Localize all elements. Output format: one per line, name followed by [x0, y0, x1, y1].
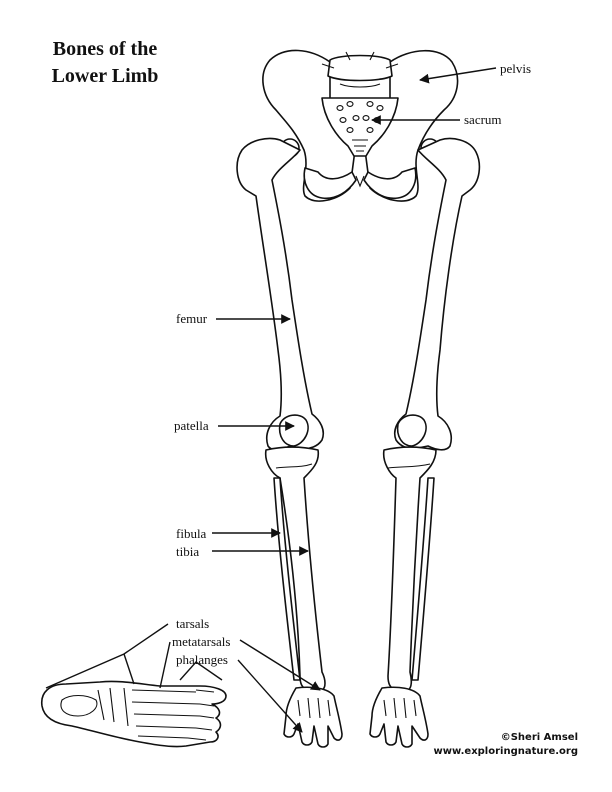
- credit-author: ©Sheri Amsel: [500, 732, 578, 743]
- credit-block: ©Sheri Amsel www.exploringnature.org: [434, 731, 578, 759]
- label-patella: patella: [174, 418, 209, 433]
- label-fibula: fibula: [176, 526, 207, 541]
- leader-lines: [45, 67, 497, 733]
- left-foot: [283, 686, 343, 748]
- label-phalanges: phalanges: [176, 652, 228, 667]
- side-foot-outline: [41, 680, 227, 748]
- sacrum-bone: [321, 97, 399, 157]
- phalanges-arrow: [237, 659, 303, 733]
- left-tibia: [264, 446, 326, 691]
- pubic-right: [363, 167, 417, 200]
- left-leg-drawing: [236, 137, 343, 748]
- pubic-left: [303, 167, 357, 200]
- tarsals-leader: [45, 623, 169, 689]
- sacral-foramina: [336, 101, 384, 133]
- phalanges-leader-left: [179, 661, 223, 681]
- label-femur: femur: [176, 311, 208, 326]
- label-tibia: tibia: [176, 544, 200, 559]
- metatarsals-leader-left: [159, 641, 171, 689]
- side-foot-drawing: [41, 680, 227, 748]
- label-metatarsals: metatarsals: [172, 634, 231, 649]
- tarsals-leader-branch: [123, 653, 135, 685]
- right-foot: [369, 686, 429, 748]
- label-pelvis: pelvis: [500, 61, 532, 76]
- right-femur: [393, 137, 481, 451]
- credit-website: www.exploringnature.org: [433, 746, 578, 757]
- pelvis-arrow: [419, 67, 497, 84]
- left-ilium: [262, 49, 356, 202]
- right-fibula: [411, 477, 435, 681]
- page-title: Bones of the Lower Limb: [20, 36, 190, 90]
- label-sacrum: sacrum: [464, 112, 502, 127]
- lumbar-vertebra: [327, 54, 393, 82]
- title-line-2: Lower Limb: [51, 65, 159, 87]
- right-ilium: [364, 50, 459, 202]
- pelvis-drawing: [262, 49, 459, 202]
- right-patella: [396, 414, 427, 447]
- label-tarsals: tarsals: [176, 616, 210, 631]
- title-line-1: Bones of the: [52, 38, 158, 60]
- right-leg-drawing: [369, 137, 481, 748]
- metatarsals-arrow: [239, 639, 321, 691]
- right-tibia: [382, 446, 437, 691]
